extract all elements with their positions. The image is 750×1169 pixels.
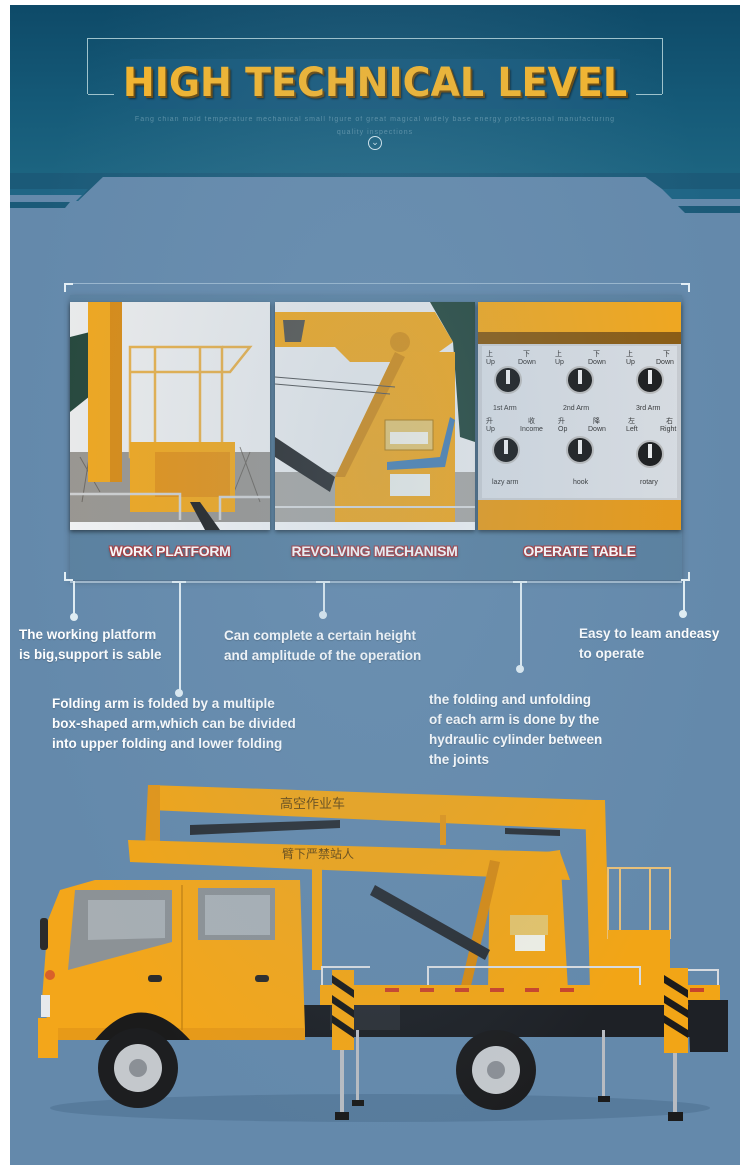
label-revolving-mechanism: REVOLVING MECHANISM [291, 543, 458, 559]
callout-easy: Easy to leam andeasy to operate [579, 624, 719, 664]
header-title-backdrop [130, 59, 620, 109]
svg-text:1st Arm: 1st Arm [493, 405, 517, 412]
photo-revolving-mechanism [275, 302, 475, 530]
svg-text:Op: Op [558, 426, 567, 433]
product-page: HIGH TECHNICAL LEVEL Fang chian mold tem… [10, 5, 740, 1165]
callout-line: box-shaped arm,which can be divided [52, 716, 296, 731]
callout-line: and amplitude of the operation [224, 648, 422, 663]
svg-text:lazy arm: lazy arm [492, 479, 519, 486]
decorative-slant-right [640, 173, 740, 213]
corner-top-right [681, 283, 690, 292]
connector-dot-hydraulic [516, 665, 524, 673]
boom-text-lower: 臂下严禁站人 [282, 847, 354, 861]
svg-text:下: 下 [593, 350, 600, 358]
chevron-down-circle-icon[interactable]: ⌄ [368, 136, 382, 150]
svg-text:Right: Right [660, 426, 676, 433]
svg-text:3rd Arm: 3rd Arm [636, 405, 661, 412]
callout-folding: Folding arm is folded by a multiple box-… [52, 694, 296, 754]
svg-text:Up: Up [626, 359, 635, 366]
corner-top-left [64, 283, 73, 292]
svg-text:Income: Income [520, 426, 543, 433]
callout-platform: The working platform is big,support is s… [19, 625, 162, 665]
svg-text:hook: hook [573, 479, 589, 486]
svg-text:Up: Up [555, 359, 564, 366]
connector-hydraulic [520, 581, 522, 669]
svg-text:Left: Left [626, 426, 638, 433]
connector-dot-height [319, 611, 327, 619]
aerial-work-truck-image: 高空作业车 臂下严禁站人 [38, 785, 728, 1122]
svg-text:左: 左 [628, 416, 635, 425]
svg-text:上: 上 [626, 349, 633, 358]
callout-line: The working platform [19, 627, 157, 642]
header-subtitle: Fang chian mold temperature mechanical s… [134, 116, 616, 136]
svg-text:上: 上 [486, 349, 493, 358]
callout-line: Can complete a certain height [224, 628, 417, 643]
callout-line: into upper folding and lower folding [52, 736, 283, 751]
photo-work-platform [70, 302, 270, 530]
callout-line: to operate [579, 646, 645, 661]
svg-text:Up: Up [486, 359, 495, 366]
svg-text:升: 升 [486, 416, 493, 425]
svg-text:rotary: rotary [640, 479, 658, 486]
svg-text:下: 下 [663, 350, 670, 358]
svg-text:升: 升 [558, 416, 565, 425]
svg-text:右: 右 [666, 416, 673, 425]
svg-text:Down: Down [656, 359, 674, 366]
label-operate-table: OPERATE TABLE [523, 543, 636, 559]
svg-text:下: 下 [523, 350, 530, 358]
callout-line: Easy to leam andeasy [579, 626, 720, 641]
callout-line: the joints [429, 752, 489, 767]
callout-line: hydraulic cylinder between [429, 732, 603, 747]
svg-text:上: 上 [555, 349, 562, 358]
revolving-mechanism-image [275, 302, 475, 530]
connector-platform [73, 581, 75, 617]
svg-text:Up: Up [486, 426, 495, 433]
svg-text:Down: Down [588, 359, 606, 366]
connector-dot-easy [679, 610, 687, 618]
boom-text-upper: 高空作业车 [280, 796, 345, 812]
work-platform-image [70, 302, 270, 530]
corner-bottom-right [681, 572, 690, 581]
connector-dot-platform [70, 613, 78, 621]
callout-line: Folding arm is folded by a multiple [52, 696, 275, 711]
panel-bottom-line [70, 581, 682, 583]
callout-line: is big,support is sable [19, 647, 162, 662]
svg-text:收: 收 [528, 416, 535, 425]
svg-text:降: 降 [593, 416, 600, 425]
svg-text:Down: Down [518, 359, 536, 366]
page-title: HIGH TECHNICAL LEVEL [122, 60, 628, 106]
label-work-platform: WORK PLATFORM [109, 543, 231, 559]
connector-dot-folding [175, 689, 183, 697]
connector-height [323, 581, 325, 615]
svg-text:2nd Arm: 2nd Arm [563, 405, 589, 412]
decorative-slant-left [10, 173, 105, 208]
callout-line: of each arm is done by the [429, 712, 600, 727]
connector-easy [683, 581, 685, 613]
callout-height: Can complete a certain height and amplit… [224, 626, 421, 666]
connector-folding [179, 581, 181, 693]
corner-bottom-left [64, 572, 73, 581]
panel-frame [64, 283, 690, 580]
header-banner: HIGH TECHNICAL LEVEL Fang chian mold tem… [10, 5, 740, 173]
svg-text:Down: Down [588, 426, 606, 433]
header-frame [87, 38, 663, 95]
callout-hydraulic: the folding and unfolding of each arm is… [429, 690, 602, 770]
callout-line: the folding and unfolding [429, 692, 591, 707]
header-underline [100, 173, 650, 177]
